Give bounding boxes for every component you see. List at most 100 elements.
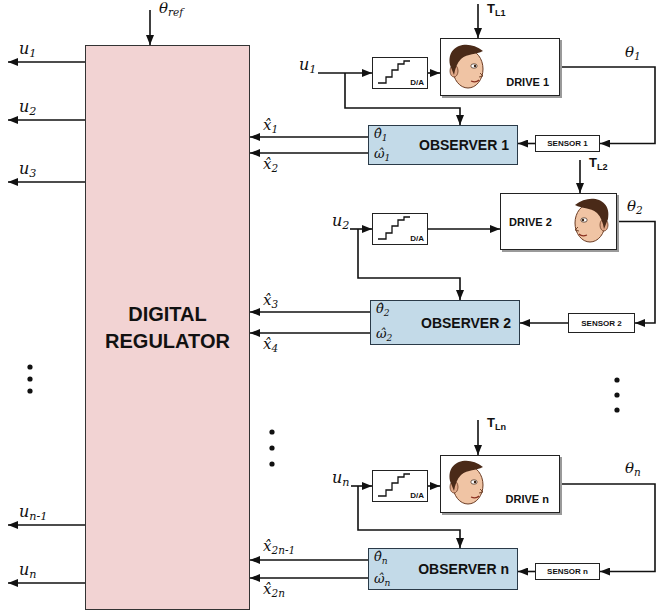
input-branch-wire bbox=[358, 486, 460, 548]
estimate-symbol: ω̂n bbox=[374, 572, 390, 588]
signal-connector bbox=[560, 67, 655, 144]
ellipsis-dot bbox=[614, 407, 619, 412]
subscript: 3 bbox=[271, 298, 278, 310]
signal-label: x̂2 bbox=[262, 156, 279, 175]
estimate-symbol: ω̂2 bbox=[376, 327, 392, 343]
ellipsis-dot bbox=[614, 392, 619, 397]
signal-connector bbox=[518, 571, 535, 573]
signal-label: u2 bbox=[18, 98, 37, 119]
signal-connector bbox=[520, 322, 568, 324]
signal-label: un-1 bbox=[18, 503, 48, 524]
torque-label: TL2 bbox=[588, 156, 609, 172]
subscript: n bbox=[342, 476, 349, 489]
signal-connector bbox=[518, 143, 535, 145]
staircase-symbol bbox=[378, 474, 410, 496]
subscript: 2 bbox=[387, 333, 393, 343]
signal-label: θ2 bbox=[626, 198, 644, 217]
load-torque-arrow bbox=[579, 160, 581, 193]
signal-connector bbox=[250, 559, 368, 561]
ellipsis-dot bbox=[269, 429, 274, 434]
converter-label: D/A bbox=[410, 234, 424, 243]
input-wire bbox=[350, 485, 372, 487]
drive-label: DRIVE 1 bbox=[506, 76, 549, 88]
ellipsis-dot bbox=[269, 445, 274, 450]
estimate-symbol: θ̂n bbox=[374, 550, 388, 566]
torque-label: TL1 bbox=[486, 2, 507, 18]
subscript: ref bbox=[168, 6, 183, 18]
signal-label: θref bbox=[158, 0, 184, 19]
converter-box: D/A bbox=[372, 470, 428, 502]
drive-label: DRIVE 2 bbox=[509, 216, 552, 228]
signal-connector bbox=[250, 577, 368, 579]
signal-label: θ1 bbox=[624, 44, 642, 63]
signal-connector bbox=[250, 152, 368, 154]
subscript: 2 bbox=[384, 308, 390, 318]
signal-label: un bbox=[18, 561, 38, 582]
ellipsis-dot bbox=[614, 377, 619, 382]
signal-label: x̂1 bbox=[262, 117, 279, 136]
subscript: n bbox=[382, 556, 388, 566]
subscript: 2n-1 bbox=[271, 544, 295, 556]
subscript: L2 bbox=[597, 162, 608, 172]
block-title: DIGITAL REGULATOR bbox=[100, 301, 235, 355]
ellipsis-dot bbox=[269, 461, 274, 466]
subscript: n bbox=[29, 568, 36, 581]
observer-label: OBSERVER 1 bbox=[419, 137, 509, 153]
observer-label: OBSERVER 2 bbox=[421, 315, 511, 331]
signal-label: u3 bbox=[18, 160, 37, 181]
subscript: n bbox=[385, 578, 391, 588]
subscript: 2 bbox=[342, 219, 349, 232]
converter-box: D/A bbox=[372, 213, 428, 245]
converter-label: D/A bbox=[410, 78, 424, 87]
drive-box: DRIVE n bbox=[440, 455, 560, 513]
load-torque-arrow bbox=[477, 4, 479, 38]
head-illustration bbox=[450, 461, 483, 504]
observer-box: OBSERVER 1θ̂1ω̂1 bbox=[368, 125, 518, 165]
observer-box: OBSERVER n θ̂n ω̂n bbox=[368, 548, 518, 590]
staircase-symbol bbox=[378, 61, 410, 83]
subscript: n-1 bbox=[29, 510, 47, 523]
head-illustration bbox=[575, 199, 608, 242]
sensor-box: SENSOR 1 bbox=[535, 135, 600, 152]
signal-label: un bbox=[331, 469, 351, 490]
signal-label: x̂3 bbox=[262, 292, 279, 311]
output-arrow bbox=[8, 582, 85, 584]
drive-box: DRIVE 2 bbox=[500, 193, 617, 250]
staircase-symbol bbox=[378, 217, 410, 239]
signal-connector bbox=[428, 485, 440, 487]
torque-label: TLn bbox=[486, 416, 507, 432]
signal-connector bbox=[428, 72, 440, 74]
signal-label: x̂4 bbox=[262, 336, 279, 355]
subscript: Ln bbox=[495, 422, 506, 432]
head-illustration bbox=[450, 45, 483, 88]
subscript: 1 bbox=[271, 123, 278, 135]
subscript: L1 bbox=[495, 8, 506, 18]
signal-label: u1 bbox=[298, 56, 317, 77]
signal-connector bbox=[250, 332, 370, 334]
subscript: 2 bbox=[636, 204, 643, 216]
output-arrow bbox=[8, 181, 85, 183]
signal-connector bbox=[560, 484, 655, 572]
ellipsis-dot bbox=[27, 376, 32, 381]
sensor-label: SENSOR 1 bbox=[547, 139, 587, 148]
estimate-symbol: ω̂1 bbox=[374, 147, 390, 163]
drive-box: DRIVE 1 bbox=[440, 38, 560, 96]
signal-label: u2 bbox=[331, 212, 350, 233]
sensor-label: SENSOR n bbox=[547, 567, 588, 576]
subscript: 1 bbox=[29, 47, 36, 60]
observer-label: OBSERVER n bbox=[418, 561, 509, 577]
sensor-box: SENSOR 2 bbox=[568, 313, 635, 333]
estimate-symbol: θ̂2 bbox=[376, 302, 390, 318]
drive-label: DRIVE n bbox=[506, 493, 549, 505]
signal-label: x̂2n-1 bbox=[262, 538, 296, 557]
converter-label: D/A bbox=[410, 491, 424, 500]
subscript: 2n bbox=[271, 587, 284, 599]
ellipsis-dot bbox=[27, 364, 32, 369]
observer-box: OBSERVER 2 θ̂2 ω̂2 bbox=[370, 300, 520, 345]
signal-connector bbox=[250, 136, 368, 138]
reference-arrow bbox=[149, 10, 151, 45]
output-arrow bbox=[8, 61, 85, 63]
subscript: 1 bbox=[382, 133, 388, 143]
